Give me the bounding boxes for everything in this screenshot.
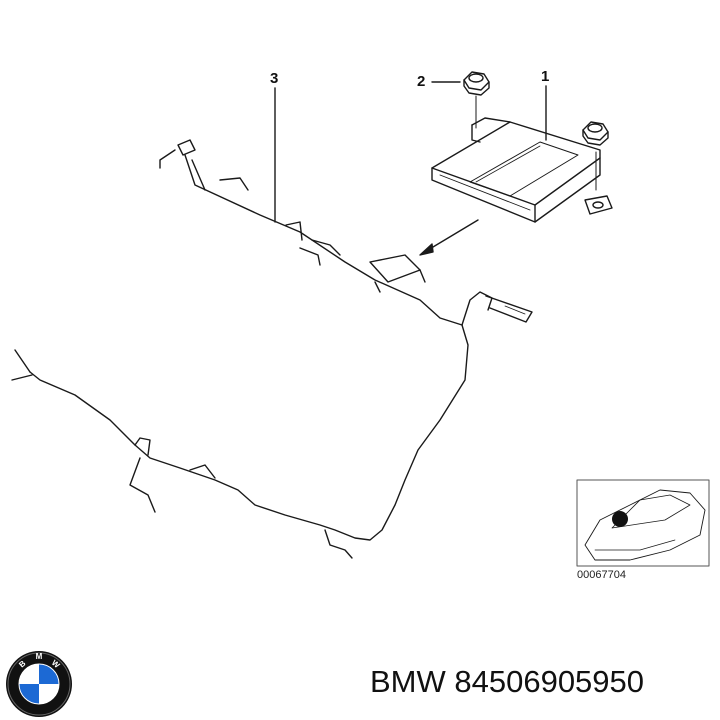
car-location-inset [576, 479, 710, 567]
bmw-logo-icon: B M W [6, 651, 72, 717]
hex-nut-icon [463, 71, 490, 96]
callout-3: 3 [270, 70, 279, 87]
svg-text:B: B [17, 659, 27, 670]
svg-text:W: W [50, 658, 62, 670]
inset-code: 00067704 [577, 569, 626, 581]
hex-nut-icon [582, 121, 609, 146]
wiring-harness-icon [11, 139, 533, 559]
callout-1: 1 [541, 68, 550, 85]
part-caption: BMW 84506905950 [370, 664, 645, 699]
arrow-icon [419, 219, 479, 256]
control-module-icon [431, 117, 613, 223]
callout-2: 2 [417, 73, 426, 90]
svg-text:M: M [36, 652, 43, 661]
